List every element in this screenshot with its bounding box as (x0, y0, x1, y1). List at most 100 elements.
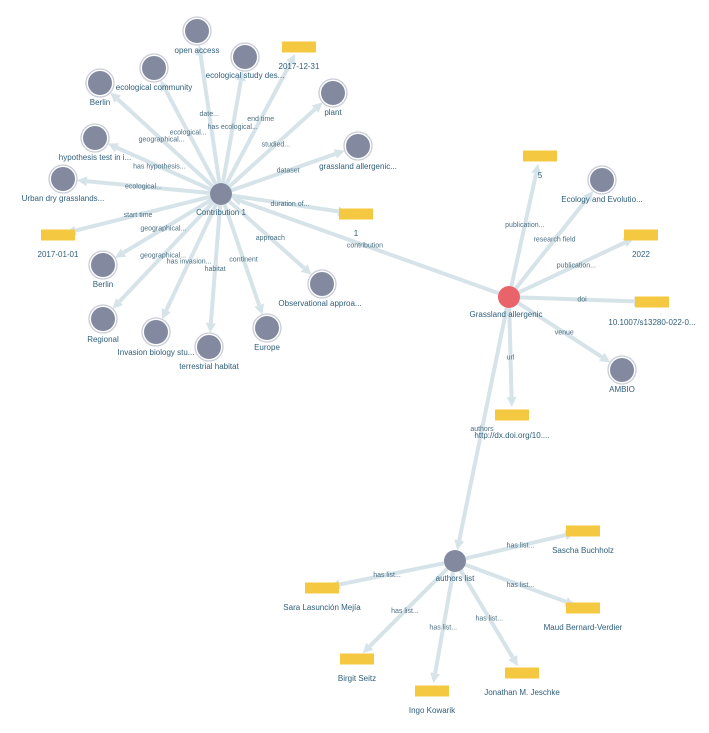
edge-contribution-urban[interactable] (76, 176, 211, 195)
edge-line (74, 194, 211, 233)
node-label: 5 (538, 171, 543, 180)
edge-paper-ambio[interactable] (517, 301, 611, 363)
edge-labels-layer: date...ecological...geographical...has e… (124, 111, 596, 631)
node-seitz[interactable]: Birgit Seitz (338, 653, 376, 684)
literal-node-shape (635, 296, 669, 308)
node-end_date[interactable]: 2017-12-31 (279, 41, 320, 72)
edge-contribution-invasion[interactable] (161, 203, 219, 320)
node-authors[interactable]: authors list (436, 550, 475, 583)
edge-contribution-dataset[interactable] (230, 149, 345, 193)
edge-line (458, 569, 515, 659)
edge-line (163, 88, 218, 186)
node-hypothesis[interactable]: hypothesis test in i... (59, 123, 131, 162)
node-invasion[interactable]: Invasion biology stu... (118, 317, 195, 357)
node-urban[interactable]: Urban dry grasslands... (22, 164, 105, 203)
edge-paper-five[interactable] (509, 163, 542, 287)
node-open_access[interactable]: open access (175, 16, 220, 55)
literal-node-shape (415, 685, 449, 697)
node-label: authors list (436, 574, 475, 583)
edge-line (509, 173, 539, 287)
edge-authors-kowarik[interactable] (430, 571, 456, 684)
edge-contribution-end_date[interactable] (224, 54, 296, 186)
node-start_date[interactable]: 2017-01-01 (38, 229, 79, 260)
edge-line (122, 197, 213, 255)
node-lasuncion[interactable]: Sara Lasunción Mejía (283, 582, 361, 613)
edge-authors-jeschke[interactable] (458, 569, 518, 667)
node-kowarik[interactable]: Ingo Kowarik (409, 685, 456, 716)
resource-node-shape (185, 19, 209, 43)
node-jeschke[interactable]: Jonathan M. Jeschke (484, 667, 560, 698)
edge-label: has list... (373, 572, 401, 579)
edge-label: geographical... (140, 226, 186, 233)
node-observational[interactable]: Observational approa... (278, 269, 362, 308)
node-europe[interactable]: Europe (252, 313, 282, 352)
resource-node-shape (91, 253, 115, 277)
node-label: Ecology and Evolutio... (561, 195, 642, 204)
edge-contribution-hypothesis[interactable] (107, 143, 212, 192)
node-label: Birgit Seitz (338, 674, 376, 683)
edge-contribution-open_access[interactable] (195, 44, 222, 184)
node-label: Contribution 1 (196, 208, 246, 217)
edge-label: end time (247, 116, 274, 123)
edge-line (86, 179, 211, 195)
node-label: 10.1007/s13280-022-0... (608, 318, 695, 327)
node-ambio[interactable]: AMBIO (607, 355, 637, 394)
node-berlin_mid[interactable]: Berlin (88, 250, 118, 289)
edge-label: ecological... (125, 184, 162, 191)
edge-arrowhead (254, 303, 264, 315)
node-ecology_evo[interactable]: Ecology and Evolutio... (561, 165, 643, 204)
edge-paper-url[interactable] (506, 307, 517, 408)
edge-contribution-eco_study[interactable] (220, 70, 246, 184)
node-label: Urban dry grasslands... (22, 194, 105, 203)
node-regional[interactable]: Regional (87, 304, 119, 344)
edge-contribution-eco_community[interactable] (160, 80, 218, 186)
resource-node-shape (210, 183, 232, 205)
edge-contribution-terrestrial[interactable] (205, 204, 223, 334)
resource-node-shape (321, 81, 345, 105)
edge-authors-seitz[interactable] (362, 567, 449, 654)
resource-node-shape (197, 335, 221, 359)
node-berlin_top[interactable]: Berlin (85, 68, 115, 107)
edge-arrowhead (311, 102, 323, 113)
node-eco_community[interactable]: ecological community (116, 53, 192, 92)
edge-line (517, 301, 603, 359)
edge-contribution-regional[interactable] (112, 200, 215, 309)
edge-contribution-europe[interactable] (222, 203, 264, 315)
edge-contribution-observational[interactable] (227, 199, 312, 275)
node-year[interactable]: 2022 (624, 229, 658, 260)
edge-paper-ecology_evo[interactable] (514, 190, 594, 290)
literal-node-shape (505, 667, 539, 679)
node-dataset[interactable]: grassland allergenic... (319, 131, 397, 171)
edge-line (227, 107, 317, 189)
edge-line (465, 533, 566, 561)
edge-contribution-berlin_mid[interactable] (114, 197, 213, 258)
node-duration[interactable]: 1 (339, 208, 373, 239)
node-label: 1 (354, 229, 359, 238)
node-five[interactable]: 5 (523, 150, 557, 181)
edge-label: duration of... (271, 201, 310, 208)
node-url[interactable]: http://dx.doi.org/10.... (474, 409, 550, 441)
node-buchholz[interactable]: Sascha Buchholz (552, 525, 614, 556)
resource-node-shape (346, 134, 370, 158)
edge-paper-contribution[interactable] (231, 196, 500, 296)
node-label: Ingo Kowarik (409, 706, 456, 715)
edge-line (118, 200, 215, 303)
edge-label: research field (534, 237, 576, 244)
edge-arrowhead (76, 176, 88, 187)
edge-arrowhead (506, 396, 517, 408)
edge-paper-authors[interactable] (454, 307, 509, 551)
node-terrestrial[interactable]: terrestrial habitat (179, 332, 240, 371)
literal-node-shape (566, 602, 600, 614)
node-doi[interactable]: 10.1007/s13280-022-0... (608, 296, 696, 328)
node-contribution[interactable]: Contribution 1 (196, 183, 246, 217)
node-plant[interactable]: plant (318, 78, 348, 117)
edge-contribution-plant[interactable] (227, 102, 323, 189)
edge-label: publication... (505, 222, 544, 229)
node-paper[interactable]: Grassland allergenic (470, 286, 543, 319)
node-eco_study[interactable]: ecological study des... (206, 42, 285, 80)
node-label: grassland allergenic... (319, 162, 397, 171)
node-bernard[interactable]: Maud Bernard-Verdier (544, 602, 623, 633)
edge-contribution-berlin_top[interactable] (110, 92, 215, 189)
edge-label: has invasion... (167, 259, 212, 266)
